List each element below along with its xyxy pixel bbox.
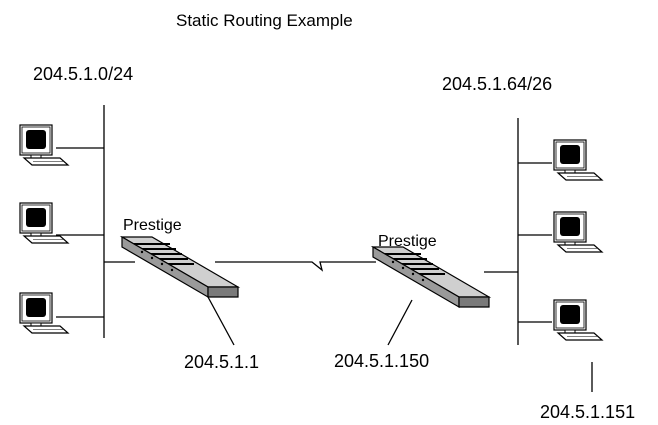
right-network-subnet-label: 204.5.1.64/26 xyxy=(442,74,552,94)
left-computer-icon-1 xyxy=(19,124,69,166)
router-2-icon xyxy=(372,246,490,308)
router-2-ip-pointer xyxy=(387,299,413,346)
router-2-name: Prestige xyxy=(378,233,437,250)
diagram-title: Static Routing Example xyxy=(176,11,353,30)
router-1-icon xyxy=(121,236,239,298)
wan-link xyxy=(215,261,376,272)
router-1-ip-pointer xyxy=(207,296,235,346)
left-network-subnet-label: 204.5.1.0/24 xyxy=(33,64,133,84)
right-computer-icon-3 xyxy=(553,299,603,341)
host-ip-label: 204.5.1.151 xyxy=(540,402,635,422)
right-computer-icon-2 xyxy=(553,211,603,253)
router-1-ip-label: 204.5.1.1 xyxy=(184,352,259,372)
router-2-ip-label: 204.5.1.150 xyxy=(334,351,429,371)
right-computer-icon-1 xyxy=(553,139,603,181)
left-computer-icon-3 xyxy=(19,292,69,334)
left-computer-icon-2 xyxy=(19,202,69,244)
router-1-name: Prestige xyxy=(123,217,182,234)
